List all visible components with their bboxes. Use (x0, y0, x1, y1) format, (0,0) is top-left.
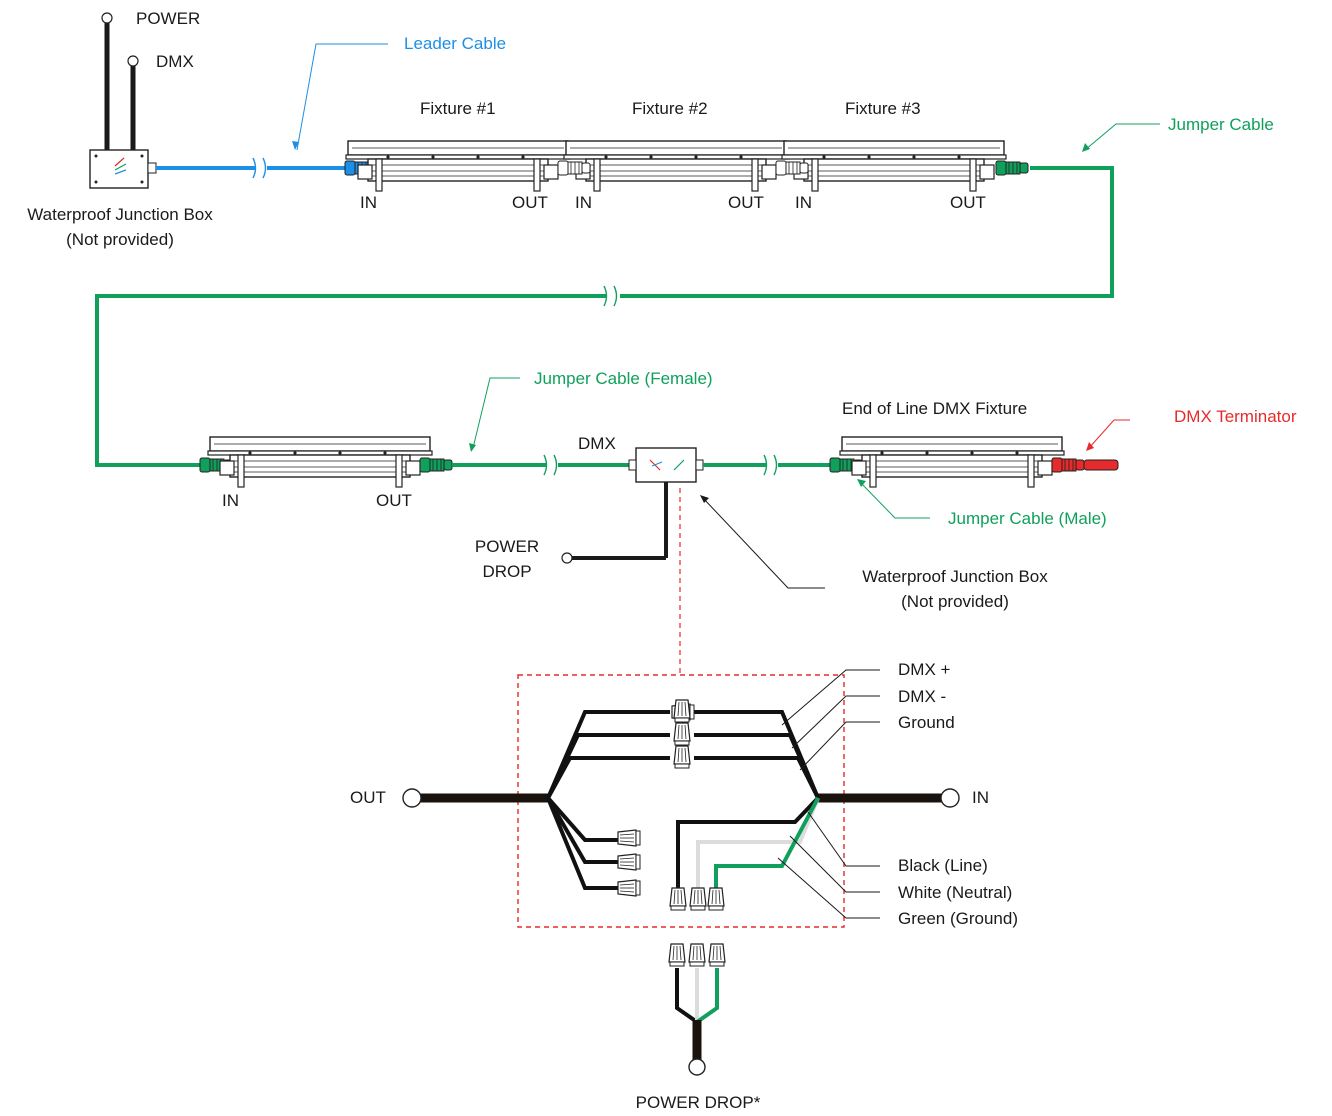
detail-wiring (402, 699, 960, 1076)
out-label: OUT (950, 193, 986, 212)
junction-box-note: (Not provided) (66, 230, 174, 249)
dmx-minus-label: DMX - (898, 687, 947, 706)
ground-label: Ground (898, 713, 955, 732)
fixture-1-label: Fixture #1 (420, 99, 496, 118)
junction-box-label: Waterproof Junction Box (27, 205, 213, 224)
power-drop-label-2: DROP (482, 562, 532, 581)
cable-break-icon (763, 454, 778, 476)
terminal-circle-icon (402, 788, 422, 808)
terminal-circle-icon (940, 788, 960, 808)
middle-callouts (469, 377, 1130, 589)
top-fixtures (345, 140, 1029, 192)
leader-cable (156, 43, 388, 179)
terminal-circle-icon (101, 12, 113, 24)
jumper-cable-label: Jumper Cable (1168, 115, 1274, 134)
terminal-circle-icon (688, 1058, 706, 1076)
detail-callout-lines (777, 669, 880, 919)
dmx-label: DMX (578, 434, 616, 453)
terminal-circle-icon (561, 552, 573, 564)
junction-box-icon (635, 447, 697, 483)
jumper-cable-loop (95, 123, 1160, 467)
junction-box-icon (89, 149, 149, 189)
out-label: OUT (350, 788, 386, 807)
fixture-2-label: Fixture #2 (632, 99, 708, 118)
top-junction-box (89, 12, 157, 189)
in-label: IN (222, 491, 239, 510)
power-drop-label: POWER DROP* (635, 1093, 761, 1112)
junction-box-label: Waterproof Junction Box (862, 567, 1048, 586)
in-label: IN (575, 193, 592, 212)
leader-cable-label: Leader Cable (404, 34, 507, 53)
middle-fixtures (199, 436, 1119, 564)
power-label: POWER (136, 9, 201, 28)
fixture-3-label: Fixture #3 (845, 99, 921, 118)
out-label: OUT (376, 491, 412, 510)
cable-break-icon (603, 285, 618, 307)
in-label: IN (972, 788, 989, 807)
jumper-female-label: Jumper Cable (Female) (534, 369, 713, 388)
dmx-plus-label: DMX + (898, 660, 951, 679)
dmx-terminator-label: DMX Terminator (1174, 407, 1297, 426)
junction-box-note: (Not provided) (901, 592, 1009, 611)
cable-break-icon (543, 454, 558, 476)
cable-break-icon (252, 157, 267, 179)
out-label: OUT (512, 193, 548, 212)
out-label: OUT (728, 193, 764, 212)
in-label: IN (360, 193, 377, 212)
green-ground-label: Green (Ground) (898, 909, 1018, 928)
white-neutral-label: White (Neutral) (898, 883, 1013, 902)
terminal-circle-icon (127, 55, 139, 67)
in-label: IN (795, 193, 812, 212)
end-of-line-label: End of Line DMX Fixture (842, 399, 1028, 418)
power-drop-label: POWER (474, 537, 540, 556)
jumper-male-label: Jumper Cable (Male) (948, 509, 1107, 528)
dmx-label: DMX (156, 52, 194, 71)
black-line-label: Black (Line) (898, 856, 988, 875)
